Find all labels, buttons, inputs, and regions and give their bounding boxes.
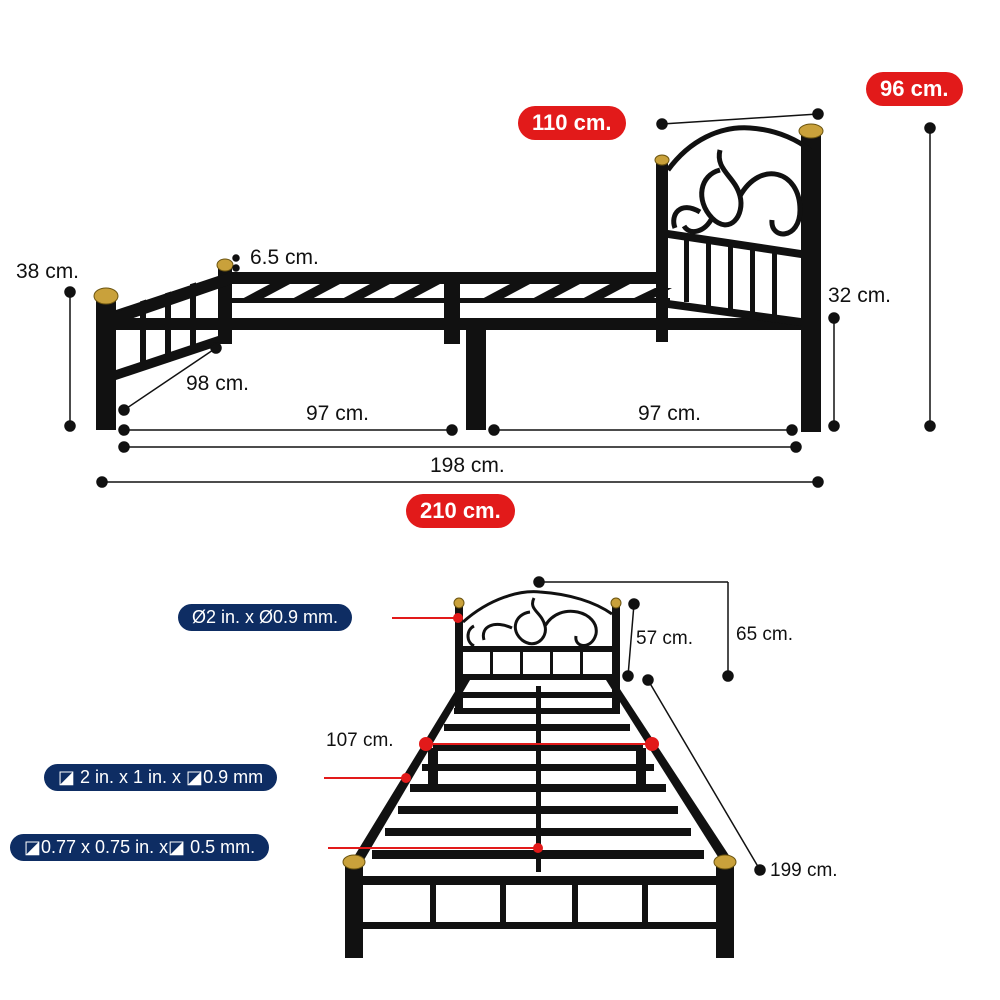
headboard-post-left xyxy=(455,604,463,714)
total-height-highlight-badge: 96 cm. xyxy=(866,72,963,106)
footboard-post-right xyxy=(716,864,734,958)
front-headboard-scrollwork xyxy=(462,590,613,648)
footboard-post-left xyxy=(345,864,363,958)
side-rail-top xyxy=(116,272,660,324)
left-section-label: 97 cm. xyxy=(306,402,370,425)
side-dimension-lines xyxy=(64,108,936,488)
post-spec-badge: Ø2 in. x Ø0.9 mm. xyxy=(178,604,353,631)
footboard-height-label: 38 cm. xyxy=(16,260,80,283)
headboard-scrollwork xyxy=(665,125,812,237)
headboard-width-highlight-badge: 110 cm. xyxy=(518,106,626,140)
front-dimension-lines xyxy=(533,576,766,876)
headboard-spindles xyxy=(684,236,777,315)
slat-spec-badge: ◪0.77 x 0.75 in. x◪ 0.5 mm. xyxy=(10,834,270,861)
center-beam xyxy=(536,686,541,872)
headboard-total-label: 65 cm. xyxy=(736,624,794,645)
right-section-label: 97 cm. xyxy=(638,402,702,425)
side-rail-front xyxy=(116,318,806,330)
footboard-post-left xyxy=(96,298,116,430)
side-finials xyxy=(93,123,824,305)
side-view-bed xyxy=(96,134,821,432)
rail-spec-badge: ◪ 2 in. x 1 in. x ◪0.9 mm xyxy=(44,764,278,791)
footboard-bars xyxy=(430,885,648,922)
headboard-post-front xyxy=(801,134,821,432)
front-slats xyxy=(372,692,704,859)
front-leader-lines xyxy=(324,613,659,853)
center-leg-front xyxy=(466,318,486,430)
inner-width-label: 107 cm. xyxy=(326,730,394,751)
length-label: 199 cm. xyxy=(770,860,838,881)
headboard-bars xyxy=(490,652,583,674)
front-finials xyxy=(342,597,737,870)
clearance-label: 32 cm. xyxy=(828,284,892,307)
headboard-post-back xyxy=(656,162,668,342)
front-view-bed xyxy=(345,604,734,958)
post-offset-label: 6.5 cm. xyxy=(250,246,319,269)
length-highlight-badge: 210 cm. xyxy=(406,494,515,528)
side-rail-right xyxy=(606,680,732,860)
headboard-height-label: 57 cm. xyxy=(636,628,694,649)
side-rail-left xyxy=(352,680,470,860)
headboard-post-right xyxy=(612,604,620,714)
center-leg-back xyxy=(444,276,460,344)
diagonal-width-label: 98 cm. xyxy=(186,372,250,395)
inner-length-label: 198 cm. xyxy=(430,454,505,477)
